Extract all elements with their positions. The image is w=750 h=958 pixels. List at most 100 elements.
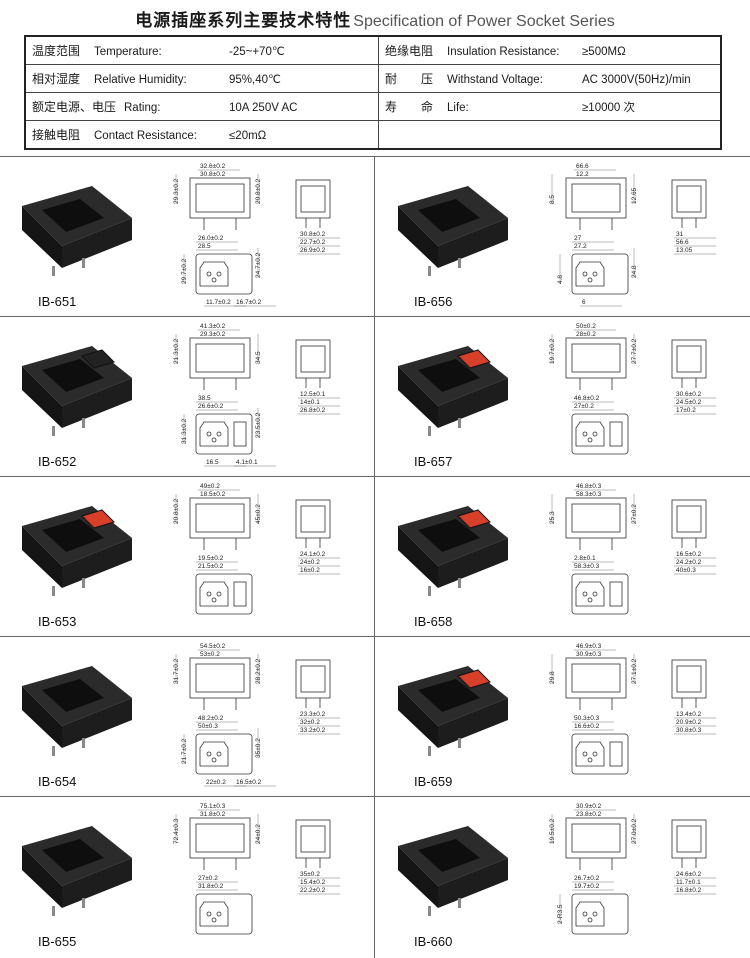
dimension-label: 49±0.2 [200,483,220,490]
dimension-drawing [189,337,331,455]
dimension-label: 6 [582,299,586,306]
dimension-label: 46.9±0.3 [576,643,602,650]
dimension-label: 28.2±0.2 [255,658,262,684]
spec-en-label: Rating: [124,102,161,114]
model-label: IB-656 [414,294,453,309]
dimension-label: 54.5±0.2 [200,643,226,650]
dimension-label: 4.1±0.1 [236,459,258,466]
dimension-label: 24.5±0.2 [676,399,702,406]
row-divider [0,156,750,157]
dimension-drawing [565,337,707,455]
dimension-label: 11.7±0.1 [676,879,701,886]
dimension-label: 13.4±0.2 [676,711,702,718]
spec-value: ≤20mΩ [229,130,267,142]
dimension-label: 29.8 [549,671,556,684]
dimension-label: 30.8±0.2 [300,231,326,238]
dimension-label: 35±0.2 [300,871,320,878]
dimension-label: 27±0.2 [631,504,638,524]
spec-en-label: Contact Resistance: [94,130,197,142]
dimension-label: 24±0.2 [300,559,320,566]
dimension-label: 12.65 [631,187,638,204]
spec-en-label: Insulation Resistance: [447,46,560,58]
dimension-label: 16.5±0.2 [236,779,262,786]
spec-cn-label: 额定电源、电压 [32,100,117,114]
spec-cn-label: 温度范围 [32,44,81,58]
dimension-label: 26.8±0.2 [300,407,326,414]
dimension-label: 75.1±0.3 [200,803,226,810]
spec-en-label: Life: [447,102,469,114]
dimension-label: 24±0.2 [255,824,262,844]
socket-photo [22,346,132,436]
dimension-label: 50.3±0.3 [574,715,600,722]
dimension-label: 16.8±0.2 [676,887,702,894]
dimension-label: 31.8±0.2 [198,883,224,890]
dimension-label: 27.0±0.2 [631,818,638,844]
dimension-label: 72.4±0.3 [173,818,180,844]
dimension-label: 27±0.2 [198,875,218,882]
socket-photo [22,666,132,756]
dimension-label: 22.2±0.2 [300,887,326,894]
dimension-label: 8.5 [549,195,556,204]
spec-value: 10A 250V AC [229,102,298,114]
model-label: IB-654 [38,774,77,789]
title-cn: 电源插座系列主要技术特性 [135,11,352,31]
dimension-label: 58.3±0.3 [574,563,600,570]
dimension-label: 12.2 [576,171,589,178]
model-label: IB-653 [38,614,77,629]
spec-cell: 额定电源、电压 Rating: 10A 250V AC [24,92,379,121]
model-label: IB-660 [414,934,453,949]
spec-en-label: Relative Humidity: [94,74,187,86]
row-divider [0,636,750,637]
dimension-label: 30.6±0.2 [676,391,702,398]
dimension-label: 19.7±0.2 [574,883,600,890]
dimension-label: 19.5±0.2 [198,555,224,562]
dimension-label: 38.5 [198,395,211,402]
dimension-label: 24.6±0.2 [676,871,702,878]
dimension-label: 26.7±0.2 [574,875,600,882]
title-en: Specification of Power Socket Series [353,13,615,30]
dimension-label: 26.6±0.2 [198,403,224,410]
dimension-label: 23.5±0.2 [255,412,262,438]
dimension-drawing [565,177,707,295]
model-label: IB-658 [414,614,453,629]
dimension-label: 15.4±0.2 [300,879,326,886]
dimension-drawing [565,657,707,775]
dimension-label: 21.3±0.2 [173,338,180,364]
dimension-label: 46.8±0.2 [574,395,600,402]
dimension-label: 32.6±0.2 [200,163,226,170]
dimension-label: 2.8±0.1 [574,555,596,562]
dimension-label: 35±0.2 [255,738,262,758]
spec-value: ≥500MΩ [582,46,626,58]
spec-cn-label: 耐 压 [385,72,434,86]
socket-photo [398,506,508,596]
dimension-label: 28±0.2 [576,331,596,338]
dimension-label: 31.7±0.2 [173,658,180,684]
dimension-label: 24.7±0.2 [255,252,262,278]
dimension-label: 2-R3.5 [557,904,564,924]
dimension-drawing [189,657,331,775]
dimension-label: 29.3±0.2 [200,331,226,338]
spec-cell-empty [378,120,722,150]
dimension-label: 30.8±0.3 [676,727,702,734]
dimension-label: 30.9±0.2 [576,803,602,810]
socket-photo [22,506,132,596]
socket-photo [398,826,508,916]
model-label: IB-659 [414,774,453,789]
dimension-label: 28.5 [198,243,211,250]
